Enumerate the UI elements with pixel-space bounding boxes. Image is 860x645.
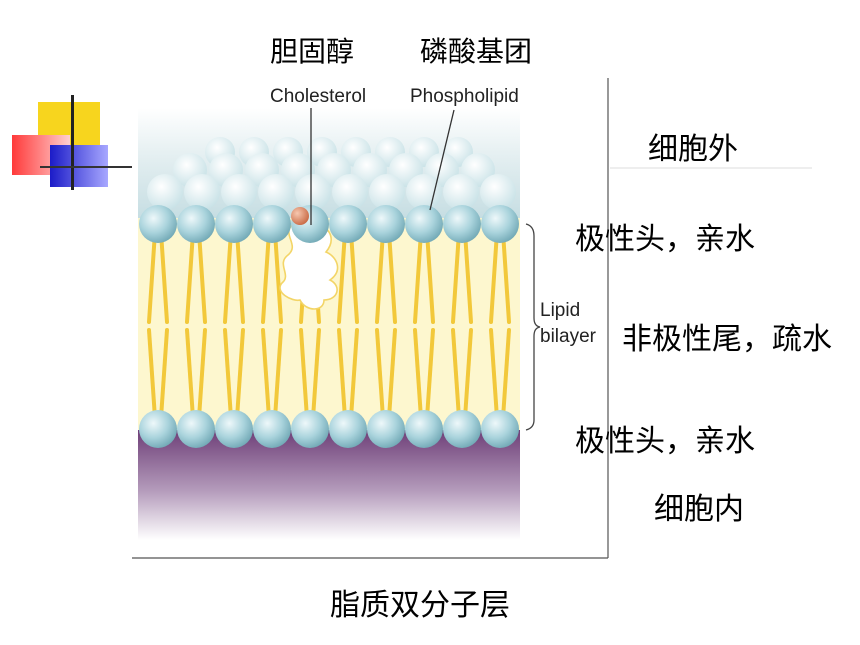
lower-head <box>139 410 177 448</box>
lower-tail <box>337 328 347 420</box>
back-head <box>332 174 368 210</box>
back-head <box>258 174 294 210</box>
lower-tail <box>463 328 473 420</box>
upper-head <box>481 205 519 243</box>
bilayer-label-line2: bilayer <box>540 326 596 347</box>
upper-tail <box>463 230 473 324</box>
upper-tail <box>147 230 157 324</box>
upper-head <box>139 205 177 243</box>
hydrophobic-core <box>138 218 520 430</box>
lower-tail <box>375 328 385 420</box>
cholesterol-head <box>291 207 309 225</box>
lower-tail <box>501 328 511 420</box>
upper-tail <box>273 230 283 324</box>
upper-head <box>405 205 443 243</box>
bottom-head-label: 极性头，亲水 <box>575 424 755 459</box>
upper-tail <box>489 230 499 324</box>
decor-horizontal-line <box>40 166 132 168</box>
back-head <box>221 174 257 210</box>
lower-tail <box>147 328 157 420</box>
upper-head <box>443 205 481 243</box>
phospholipid-leader-line <box>429 109 455 211</box>
upper-head <box>253 205 291 243</box>
lower-head <box>291 410 329 448</box>
lower-head <box>481 410 519 448</box>
lower-tail <box>387 328 397 420</box>
upper-tail <box>159 230 169 324</box>
lower-tail <box>425 328 435 420</box>
lower-tail <box>235 328 245 420</box>
lower-tail <box>413 328 423 420</box>
lower-head <box>443 410 481 448</box>
cholesterol-cn-title: 胆固醇 <box>270 35 355 68</box>
upper-tail <box>261 230 271 324</box>
lipid-tails <box>147 230 511 420</box>
upper-tail <box>185 230 195 324</box>
upper-tail <box>223 230 233 324</box>
lower-tail <box>311 328 321 420</box>
upper-head <box>367 205 405 243</box>
cholesterol-label: Cholesterol <box>270 86 367 107</box>
lower-head <box>367 410 405 448</box>
lower-tail <box>185 328 195 420</box>
phospholipid-label: Phospholipid <box>410 86 519 107</box>
inside-label: 细胞内 <box>654 492 744 527</box>
tail-label: 非极性尾，疏水 <box>622 322 832 357</box>
back-head-rows <box>147 137 516 210</box>
upper-tail <box>501 230 511 324</box>
back-head <box>295 174 331 210</box>
upper-tail <box>413 230 423 324</box>
top-head-label: 极性头，亲水 <box>575 222 755 257</box>
lower-tail <box>159 328 169 420</box>
lower-tail <box>489 328 499 420</box>
phosphate-group-cn-title: 磷酸基团 <box>420 35 533 68</box>
upper-head <box>215 205 253 243</box>
lower-tail <box>451 328 461 420</box>
upper-head <box>177 205 215 243</box>
upper-tail <box>349 230 359 324</box>
lower-head <box>329 410 367 448</box>
back-head <box>184 174 220 210</box>
lower-tail <box>261 328 271 420</box>
lower-tail <box>349 328 359 420</box>
upper-head <box>329 205 367 243</box>
lower-head <box>405 410 443 448</box>
intracellular-region <box>138 430 520 540</box>
lower-tail <box>299 328 309 420</box>
bilayer-label-line1: Lipid <box>540 300 581 321</box>
upper-tail <box>425 230 435 324</box>
bilayer-bracket <box>525 223 541 431</box>
upper-tail <box>197 230 207 324</box>
lower-head <box>253 410 291 448</box>
lower-tail <box>273 328 283 420</box>
lower-head <box>177 410 215 448</box>
upper-tail <box>451 230 461 324</box>
decor-vertical-line <box>71 95 74 190</box>
lower-tail <box>197 328 207 420</box>
back-head <box>480 174 516 210</box>
upper-tail <box>235 230 245 324</box>
back-head <box>406 174 442 210</box>
back-head <box>147 174 183 210</box>
outside-label: 细胞外 <box>648 132 738 167</box>
upper-tail <box>337 230 347 324</box>
back-head <box>443 174 479 210</box>
upper-tail <box>387 230 397 324</box>
back-head <box>369 174 405 210</box>
upper-tail <box>375 230 385 324</box>
lower-head <box>215 410 253 448</box>
lower-tail <box>223 328 233 420</box>
polar-head-rows <box>139 205 519 448</box>
caption: 脂质双分子层 <box>330 588 510 623</box>
